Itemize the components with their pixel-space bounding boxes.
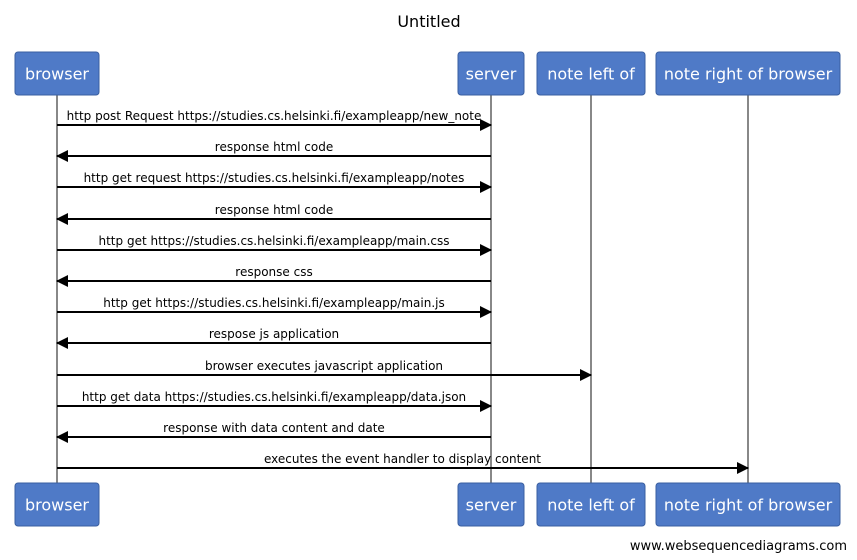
message-label: response css xyxy=(235,265,312,279)
message-3: http get request https://studies.cs.hels… xyxy=(57,171,492,193)
participant-label: browser xyxy=(25,496,89,515)
participant-label: server xyxy=(466,496,517,515)
participant-label: browser xyxy=(25,65,89,84)
message-label: http post Request https://studies.cs.hel… xyxy=(67,109,482,123)
participant-note_right-top: note right of browser xyxy=(655,51,841,96)
participant-note_left-bottom: note left of xyxy=(536,482,646,527)
participant-server-bottom: server xyxy=(457,482,525,527)
diagram-title: Untitled xyxy=(397,12,460,31)
message-5: http get https://studies.cs.helsinki.fi/… xyxy=(57,234,492,256)
message-4: response html code xyxy=(56,203,491,225)
footer-credit: www.websequencediagrams.com xyxy=(629,539,847,554)
participant-box xyxy=(536,482,646,527)
participant-server-top: server xyxy=(457,51,525,96)
message-label: executes the event handler to display co… xyxy=(264,452,541,466)
message-8: respose js application xyxy=(56,327,491,349)
message-1: http post Request https://studies.cs.hel… xyxy=(57,109,492,131)
message-label: http get https://studies.cs.helsinki.fi/… xyxy=(103,296,444,310)
lifelines xyxy=(56,95,749,483)
participant-browser-top: browser xyxy=(14,51,100,96)
participants: browser browser server server note left of no… xyxy=(14,51,841,527)
message-9: browser executes javascript application xyxy=(57,359,592,381)
participant-label: note right of browser xyxy=(664,65,833,84)
message-label: http get request https://studies.cs.hels… xyxy=(84,171,465,185)
participant-box xyxy=(655,51,841,96)
message-label: http get https://studies.cs.helsinki.fi/… xyxy=(99,234,450,248)
message-10: http get data https://studies.cs.helsink… xyxy=(57,390,492,412)
participant-label: note left of xyxy=(547,65,635,84)
participant-note_right-bottom: note right of browser xyxy=(655,482,841,527)
participant-box xyxy=(457,51,525,96)
message-label: http get data https://studies.cs.helsink… xyxy=(82,390,466,404)
participant-label: note right of browser xyxy=(664,496,833,515)
participant-note_left-top: note left of xyxy=(536,51,646,96)
message-label: response html code xyxy=(215,203,333,217)
participant-box xyxy=(536,51,646,96)
message-7: http get https://studies.cs.helsinki.fi/… xyxy=(57,296,492,318)
messages: http post Request https://studies.cs.hel… xyxy=(56,109,749,474)
participant-label: note left of xyxy=(547,496,635,515)
sequence-diagram: Untitled http post Request https://studi… xyxy=(14,12,841,527)
participant-browser-bottom: browser xyxy=(14,482,100,527)
message-6: response css xyxy=(56,265,491,287)
message-label: response with data content and date xyxy=(163,421,385,435)
participant-box xyxy=(457,482,525,527)
participant-label: server xyxy=(466,65,517,84)
message-label: response html code xyxy=(215,140,333,154)
participant-box xyxy=(14,51,100,96)
message-12: executes the event handler to display co… xyxy=(57,452,749,474)
participant-box xyxy=(655,482,841,527)
message-2: response html code xyxy=(56,140,491,162)
participant-box xyxy=(14,482,100,527)
message-label: browser executes javascript application xyxy=(205,359,443,373)
message-label: respose js application xyxy=(209,327,339,341)
message-11: response with data content and date xyxy=(56,421,491,443)
